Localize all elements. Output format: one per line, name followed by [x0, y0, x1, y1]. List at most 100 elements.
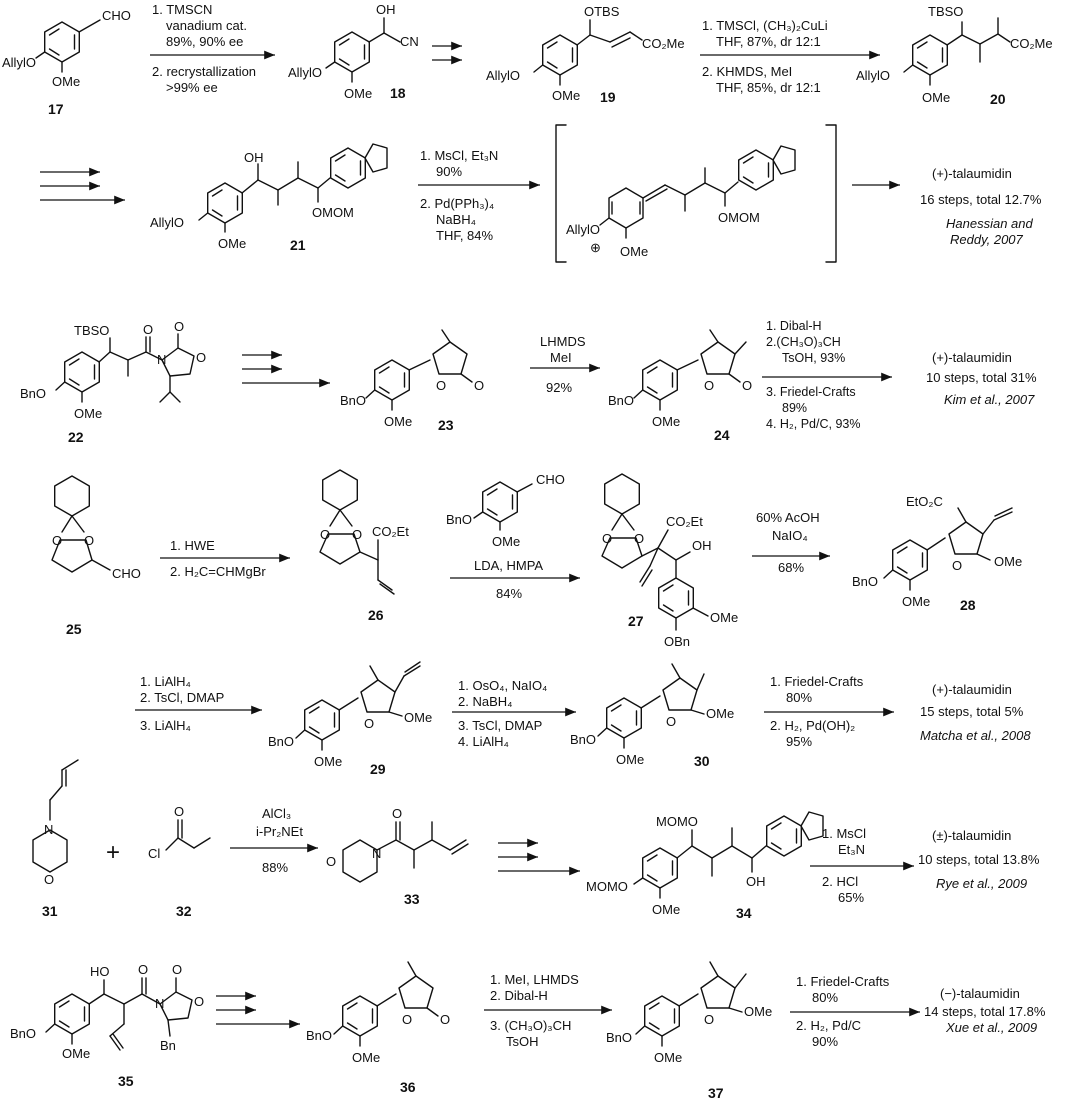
reagents-step: 1. TMSCN vanadium cat. 89%, 90% ee 2. re…	[152, 2, 256, 95]
multistep-arrow	[432, 41, 462, 65]
carbonyl-o-label: O	[742, 378, 752, 393]
reagent-line: 1. HWE	[170, 538, 215, 553]
chlorine-label: Cl	[148, 846, 160, 861]
carbonyl-o-label: O	[172, 962, 182, 977]
compound-number: 24	[714, 427, 730, 443]
hydroxyl-label: OH	[746, 874, 766, 889]
reagents-step: LDA, HMPA 84%	[474, 558, 543, 601]
reference: Matcha et al., 2008	[920, 728, 1031, 743]
step-summary: 10 steps, total 13.8%	[918, 852, 1040, 867]
substituent-label: BnO	[306, 1028, 332, 1043]
reagent-line: 2. TsCl, DMAP	[140, 690, 224, 705]
methoxy-label: OMe	[922, 90, 950, 105]
reagent-line: vanadium cat.	[166, 18, 247, 33]
step-summary: 14 steps, total 17.8%	[924, 1004, 1046, 1019]
step-summary: 16 steps, total 12.7%	[920, 192, 1042, 207]
substituent-label: AllylO	[288, 65, 322, 80]
reagent-line: 2. H₂C=CHMgBr	[170, 564, 266, 579]
reagent-line: 60% AcOH	[756, 510, 820, 525]
product-name: (−)-talaumidin	[940, 986, 1020, 1001]
reference: Hanessian and	[946, 216, 1033, 231]
plus-sign: +	[106, 839, 120, 866]
mom-ether-label: OMOM	[718, 210, 760, 225]
reagent-line: 1. LiAlH₄	[140, 674, 191, 689]
reagent-line: 2. Pd(PPh₃)₄	[420, 196, 494, 211]
reagents-step: AlCl₃ i-Pr₂NEt 88%	[256, 806, 303, 875]
substituent-label: BnO	[446, 512, 472, 527]
result-block: (+)-talaumidin 10 steps, total 31% Kim e…	[926, 350, 1037, 407]
substituent-label: BnO	[570, 732, 596, 747]
silyl-ether-label: TBSO	[928, 4, 963, 19]
result-block: (+)-talaumidin 15 steps, total 5% Matcha…	[920, 682, 1031, 743]
carbonyl-o-label: O	[174, 319, 184, 334]
compound-number: 33	[404, 891, 420, 907]
nitrile-label: CN	[400, 34, 419, 49]
reagents-step: 1. OsO₄, NaIO₄ 2. NaBH₄ 3. TsCl, DMAP 4.…	[458, 678, 547, 749]
ring-o-label: O	[326, 854, 336, 869]
reagent-line: LHMDS	[540, 334, 586, 349]
reagent-line: THF, 85%, dr 12:1	[716, 80, 821, 95]
result-block: (±)-talaumidin 10 steps, total 13.8% Rye…	[918, 828, 1040, 891]
compound-number: 23	[438, 417, 454, 433]
nitrogen-label: N	[157, 352, 166, 367]
benzyl-ether-label: OBn	[664, 634, 690, 649]
charge-label: ⊕	[590, 240, 601, 255]
substituent-label: BnO	[10, 1026, 36, 1041]
methoxy-label: OMe	[710, 610, 738, 625]
compound-32: Cl O 32	[148, 804, 211, 919]
compound-27: O O CO₂Et OH OMe OBn 27	[601, 473, 738, 649]
reagent-line: 3. Friedel-Crafts	[766, 385, 856, 399]
ring-o-label: O	[952, 558, 962, 573]
intermediate-bracket	[555, 124, 837, 263]
reagent-line: 3. LiAlH₄	[140, 718, 191, 733]
compound-number: 28	[960, 597, 976, 613]
methoxy-label: OMe	[62, 1046, 90, 1061]
hydroxyl-label: OH	[692, 538, 712, 553]
ester-label: EtO₂C	[906, 494, 943, 509]
ring-o-label: O	[402, 1012, 412, 1027]
compound-23: BnO OMe O O 23	[340, 329, 484, 433]
reagent-line: 4. H₂, Pd/C, 93%	[766, 417, 860, 431]
reagent-line: NaIO₄	[772, 528, 808, 543]
reagent-line: 3. (CH₃O)₃CH	[490, 1018, 571, 1033]
carbonyl-o-label: O	[143, 322, 153, 337]
compound-number: 29	[370, 761, 386, 777]
ring-o-label: O	[44, 872, 54, 887]
compound-31: N O 31	[32, 759, 79, 919]
compound-34: MOMO MOMO OMe OH 34	[586, 811, 824, 921]
reagent-line: 2. recrystallization	[152, 64, 256, 79]
mom-ether-label: MOMO	[656, 814, 698, 829]
substituent-label: BnO	[608, 393, 634, 408]
reagent-line: 89%, 90% ee	[166, 34, 243, 49]
compound-number: 32	[176, 903, 192, 919]
ring-o-label: O	[602, 531, 612, 546]
compound-33: N O O 33	[326, 806, 469, 907]
methoxy-label: OMe	[994, 554, 1022, 569]
reference: Xue et al., 2009	[945, 1020, 1037, 1035]
compound-number: 37	[708, 1085, 724, 1101]
reagent-line: 1. MeI, LHMDS	[490, 972, 579, 987]
carbonyl-o-label: O	[174, 804, 184, 819]
compound-26: O O CO₂Et 26	[319, 469, 409, 623]
compound-37: BnO OMe O OMe 37	[606, 961, 772, 1101]
reagent-line: THF, 87%, dr 12:1	[716, 34, 821, 49]
multistep-arrow	[40, 167, 125, 205]
reagent-line: 2. NaBH₄	[458, 694, 512, 709]
aldehyde-label: CHO	[536, 472, 565, 487]
reagent-line: 92%	[546, 380, 572, 395]
reagent-line: NaBH₄	[436, 212, 476, 227]
substituent-label: AllylO	[486, 68, 520, 83]
methoxy-label: OMe	[218, 236, 246, 251]
carbonyl-o-label: O	[474, 378, 484, 393]
methoxy-label: OMe	[314, 754, 342, 769]
compound-35: HO BnO OMe O O N O Bn 35	[10, 962, 204, 1089]
substituent-label: MOMO	[586, 879, 628, 894]
compound-number: 27	[628, 613, 644, 629]
compound-number: 19	[600, 89, 616, 105]
compound-17: AllylO OMe CHO 17	[2, 8, 131, 117]
multistep-arrow	[498, 838, 580, 876]
silyl-ether-label: OTBS	[584, 4, 620, 19]
reagent-line: 90%	[436, 164, 462, 179]
reagent-line: >99% ee	[166, 80, 218, 95]
